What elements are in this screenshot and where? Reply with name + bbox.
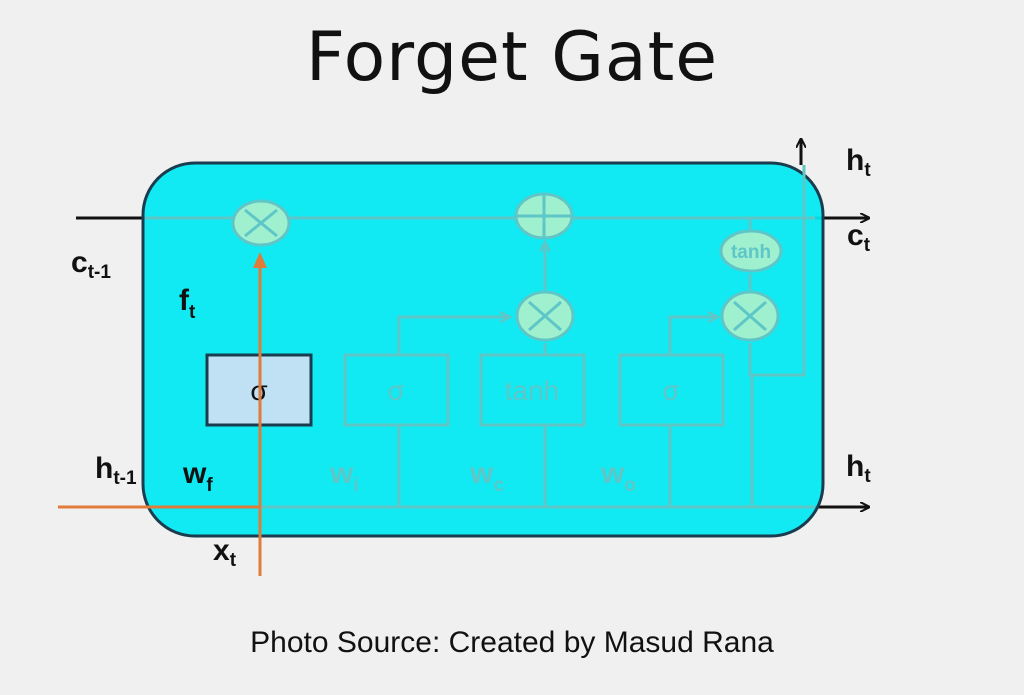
label-h-prev: ht-1: [95, 452, 137, 489]
output-gate-label: σ: [662, 375, 679, 406]
forget-path: [58, 252, 267, 576]
output-multiply-op: [720, 290, 780, 342]
cell-add-op: [514, 192, 574, 240]
input-multiply-op: [515, 290, 575, 342]
label-c-prev: ct-1: [71, 246, 111, 283]
cell-tanh-op: tanh: [719, 229, 783, 273]
label-w-c: wc: [469, 457, 504, 496]
page-title: Forget Gate: [305, 18, 719, 97]
candidate-gate-box: tanh: [479, 353, 586, 427]
label-x-in: xt: [213, 534, 237, 571]
output-gate-box: σ: [618, 353, 725, 427]
label-h-out: ht: [846, 450, 871, 487]
lstm-cell-body: [141, 161, 825, 538]
label-h-top: ht: [846, 144, 871, 181]
candidate-gate-label: tanh: [505, 375, 560, 406]
label-f-gate: ft: [179, 284, 196, 323]
label-w-i: wi: [329, 457, 359, 496]
forget-multiply-op: [231, 199, 291, 247]
cell-tanh-label: tanh: [731, 242, 771, 263]
photo-source-caption: Photo Source: Created by Masud Rana: [250, 626, 774, 659]
label-w-o: wo: [600, 457, 636, 496]
label-w-f: wf: [182, 457, 213, 496]
label-c-out: ct: [847, 219, 871, 256]
input-gate-box: σ: [343, 353, 450, 427]
input-gate-label: σ: [387, 375, 404, 406]
